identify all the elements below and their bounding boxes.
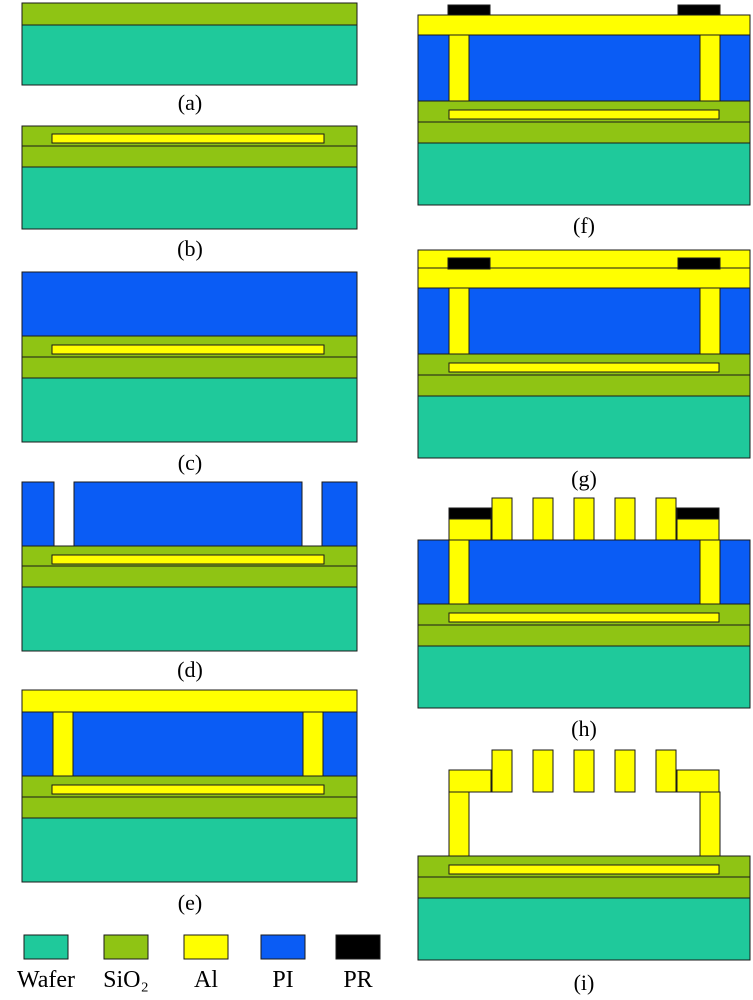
legend-label-al: Al — [194, 967, 218, 993]
al-comb-finger-4 — [614, 497, 636, 541]
wafer-substrate — [417, 645, 751, 709]
al-anchor-right — [302, 711, 324, 777]
al-comb-finger-2 — [532, 497, 554, 541]
al-bottom-electrode — [448, 864, 720, 875]
al-bottom-electrode — [448, 612, 720, 623]
panel-b: (b) — [21, 125, 358, 261]
caption-h: (h) — [571, 716, 597, 741]
panel-a: (a) — [21, 2, 358, 115]
al-anchor-right — [699, 34, 721, 102]
pi-sacrificial-layer — [417, 34, 751, 102]
panel-h: (h) — [417, 497, 751, 741]
al-bottom-electrode — [448, 362, 720, 373]
legend-label-pr: PR — [343, 967, 372, 993]
al-comb-finger-1 — [491, 497, 513, 541]
caption-i: (i) — [574, 970, 595, 995]
legend-swatch-wafer — [23, 934, 69, 960]
al-pad-left — [448, 769, 492, 793]
caption-f: (f) — [573, 213, 595, 238]
al-comb-finger-5 — [655, 497, 677, 541]
al-anchor-right — [699, 287, 721, 355]
wafer-substrate — [21, 166, 358, 230]
wafer-substrate — [417, 395, 751, 459]
al-top-layer — [21, 689, 358, 713]
caption-e: (e) — [178, 890, 202, 915]
caption-d: (d) — [177, 657, 203, 682]
sio2-bottom-layer — [21, 145, 358, 168]
legend-swatch-pr — [335, 934, 381, 960]
panel-e: (e) — [21, 689, 358, 915]
legend-label-wafer: Wafer — [17, 967, 75, 993]
pi-block-center — [73, 481, 303, 547]
al-bottom-electrode — [51, 344, 325, 355]
pi-block-left — [21, 481, 55, 547]
al-bottom-electrode — [448, 109, 720, 120]
al-comb-finger-4 — [614, 749, 636, 793]
legend-swatch-pi — [260, 934, 306, 960]
legend-label-pi: PI — [272, 967, 293, 993]
wafer-substrate — [21, 586, 358, 652]
pr-block-left — [448, 507, 492, 520]
al-anchor-right — [699, 791, 721, 857]
caption-b: (b) — [177, 236, 203, 261]
panel-g: (g) — [417, 249, 751, 491]
panel-f: (f) — [417, 4, 751, 238]
wafer-substrate — [417, 142, 751, 206]
sio2-layer — [21, 2, 358, 26]
caption-g: (g) — [571, 466, 597, 491]
al-anchor-left — [52, 711, 74, 777]
pi-block-right — [321, 481, 358, 547]
al-anchor-left — [448, 791, 470, 857]
legend: Wafer SiO₂ Al PI PR — [17, 934, 381, 993]
sio2-bottom-layer — [21, 356, 358, 379]
sio2-bottom-layer — [417, 876, 751, 899]
pr-block-right — [676, 507, 720, 520]
pr-block-left — [447, 4, 491, 17]
al-pad-right — [676, 769, 720, 793]
pi-sacrificial-layer — [21, 271, 358, 337]
legend-swatch-sio2 — [103, 934, 149, 960]
wafer-substrate — [417, 897, 751, 961]
al-anchor-left — [448, 539, 470, 605]
al-anchor-right — [699, 539, 721, 605]
al-comb-finger-3 — [573, 497, 595, 541]
al-pad-left — [448, 517, 492, 541]
legend-swatch-al — [183, 934, 229, 960]
pr-block-right — [677, 257, 721, 270]
wafer-substrate — [21, 817, 358, 883]
pi-sacrificial-layer — [21, 711, 358, 777]
al-bottom-electrode — [51, 554, 325, 565]
sio2-bottom-layer — [21, 796, 358, 819]
al-bottom-electrode — [51, 133, 325, 144]
al-comb-finger-2 — [532, 749, 554, 793]
al-comb-finger-1 — [491, 749, 513, 793]
panel-d: (d) — [21, 481, 358, 682]
caption-c: (c) — [178, 450, 202, 475]
sio2-bottom-layer — [417, 624, 751, 647]
al-top-layer — [417, 267, 751, 289]
legend-label-sio2: SiO₂ — [103, 967, 149, 993]
panel-c: (c) — [21, 271, 358, 475]
caption-a: (a) — [178, 90, 202, 115]
al-bottom-electrode — [51, 784, 325, 795]
panel-i: (i) — [417, 749, 751, 995]
sio2-bottom-layer — [417, 121, 751, 144]
wafer-substrate — [21, 24, 358, 86]
pr-block-right — [677, 4, 721, 17]
pr-block-left — [447, 257, 491, 270]
wafer-substrate — [21, 377, 358, 443]
sio2-bottom-layer — [417, 374, 751, 397]
sio2-bottom-layer — [21, 565, 358, 588]
al-anchor-left — [448, 34, 470, 102]
al-top-layer — [417, 14, 751, 36]
al-anchor-left — [448, 287, 470, 355]
al-comb-finger-5 — [655, 749, 677, 793]
pi-sacrificial-layer — [417, 287, 751, 355]
al-pad-right — [676, 517, 720, 541]
al-comb-finger-3 — [573, 749, 595, 793]
